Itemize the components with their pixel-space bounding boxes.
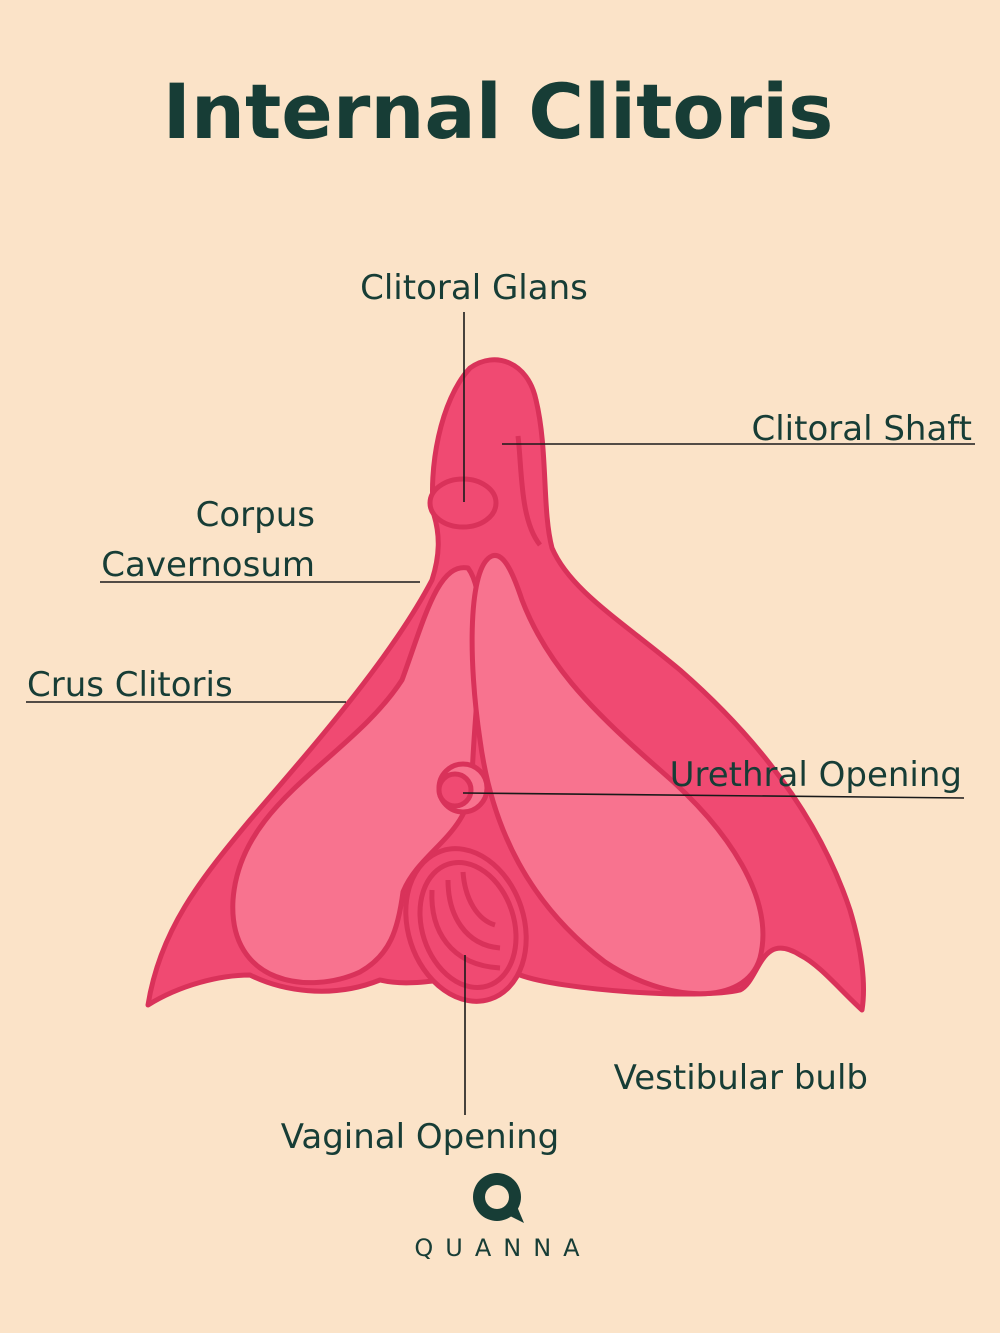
glans-cap bbox=[427, 476, 499, 530]
quanna-logo-icon bbox=[473, 1173, 524, 1223]
label-clitoral-shaft: Clitoral Shaft bbox=[751, 409, 972, 449]
urethral-leader-line bbox=[462, 792, 965, 799]
page-title: Internal Clitoris bbox=[163, 67, 834, 156]
shaft-contour bbox=[515, 435, 543, 547]
clitoris-illustration bbox=[145, 357, 866, 1013]
right-vestibular-bulb bbox=[469, 553, 766, 997]
label-cavernosum: Cavernosum bbox=[101, 545, 315, 585]
brand-name: QUANNA bbox=[414, 1234, 591, 1262]
urethral-inner bbox=[436, 771, 474, 809]
vaginal-fold bbox=[429, 889, 501, 971]
label-clitoral-glans: Clitoral Glans bbox=[360, 268, 588, 308]
label-crus-clitoris: Crus Clitoris bbox=[27, 665, 233, 705]
label-vestibular-bulb: Vestibular bulb bbox=[614, 1058, 868, 1098]
label-urethral-opening: Urethral Opening bbox=[670, 755, 962, 795]
vaginal-fold bbox=[445, 879, 501, 951]
label-vaginal-opening: Vaginal Opening bbox=[281, 1117, 560, 1157]
label-corpus: Corpus bbox=[196, 495, 315, 535]
vaginal-opening-inner bbox=[417, 859, 519, 991]
vaginal-fold bbox=[460, 871, 496, 928]
